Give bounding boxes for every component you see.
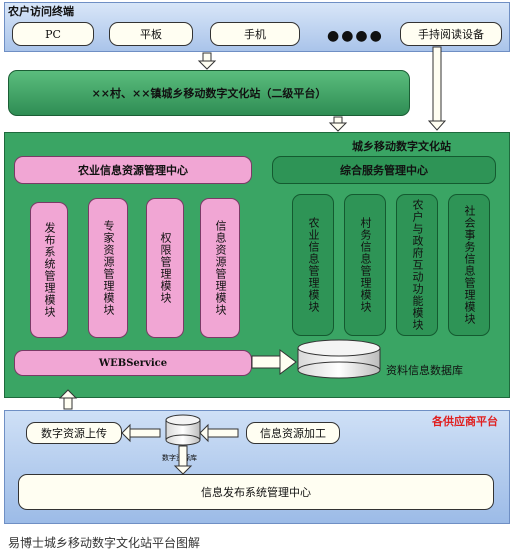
agri-module-expert: 专家资源管理模块	[88, 198, 128, 338]
database-cylinder-icon	[297, 339, 381, 379]
terminal-phone: 手机	[210, 22, 300, 46]
service-center-header: 综合服务管理中心	[272, 156, 496, 184]
agri-center-header: 农业信息资源管理中心	[14, 156, 252, 184]
arrow-supplier-to-station	[58, 389, 78, 410]
terminal-title: 农户访问终端	[8, 5, 74, 18]
arrow-processing-to-db	[199, 423, 239, 443]
upload-box: 数字资源上传	[26, 422, 122, 444]
agri-module-publish: 发布系统管理模块	[30, 202, 68, 338]
database-label: 资料信息数据库	[386, 364, 463, 377]
service-module-interaction: 农户与政府互动功能模块	[396, 194, 438, 336]
terminal-reader: 手持阅读设备	[400, 22, 502, 46]
agri-module-permission: 权限管理模块	[146, 198, 184, 338]
processing-box: 信息资源加工	[246, 422, 340, 444]
link-db-to-publish	[173, 445, 193, 475]
arrow-db-to-upload	[121, 423, 161, 443]
figure-caption: 易博士城乡移动数字文化站平台图解	[8, 536, 201, 550]
secondary-platform-bar: ××村、××镇城乡移动数字文化站（二级平台）	[8, 70, 410, 116]
arrow-reader-to-station	[427, 46, 447, 131]
arrow-terminal-to-secondary	[197, 52, 217, 70]
more-terminals-dots: ●●●●	[327, 28, 384, 44]
terminal-pc: PC	[12, 22, 94, 46]
service-module-social: 社会事务信息管理模块	[448, 194, 490, 336]
station-title: 城乡移动数字文化站	[352, 140, 451, 153]
arrow-webservice-to-db	[251, 349, 297, 375]
webservice-bar: WEBService	[14, 350, 252, 376]
terminal-tablet: 平板	[109, 22, 193, 46]
supplier-title: 各供应商平台	[432, 415, 498, 428]
service-module-agri: 农业信息管理模块	[292, 194, 334, 336]
service-module-village: 村务信息管理模块	[344, 194, 386, 336]
arrow-secondary-to-station	[328, 116, 348, 132]
publish-center-bar: 信息发布系统管理中心	[18, 474, 494, 510]
small-database-icon	[165, 414, 201, 446]
agri-module-info: 信息资源管理模块	[200, 198, 240, 338]
